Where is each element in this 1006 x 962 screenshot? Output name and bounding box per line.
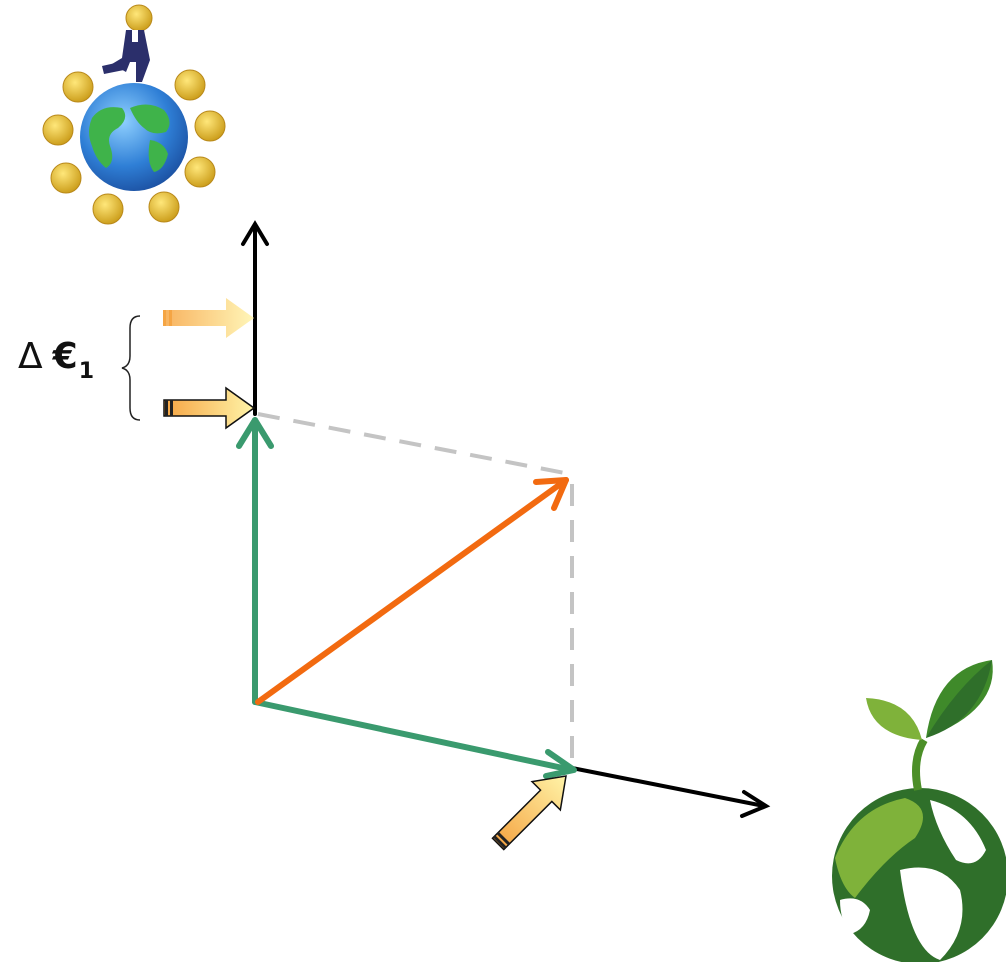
- x-axis-arrowhead: [740, 790, 771, 818]
- subscript: 1: [78, 359, 95, 384]
- orange-resultant: [255, 477, 569, 705]
- x-axis: [570, 766, 766, 808]
- horizontal-guide: [257, 412, 571, 476]
- horizontal-component-vector: [252, 699, 575, 773]
- resultant-vector: [255, 477, 569, 705]
- y-axis-arrowhead: [241, 220, 269, 246]
- businessman-figure-icon: [102, 30, 150, 82]
- leaf-icon: [866, 698, 922, 740]
- coin-icon: [42, 4, 226, 225]
- dashed-guide-lines: [257, 412, 574, 768]
- axes: [241, 220, 771, 818]
- delta-euro-label: Δ€1: [18, 336, 94, 384]
- green-vectors: [236, 417, 577, 779]
- marker-arrow-icon: [163, 386, 256, 430]
- delta-symbol: Δ: [18, 336, 43, 377]
- marker-arrow-icon: [163, 298, 254, 338]
- horizontal-component-arrowhead: [543, 749, 577, 779]
- brace-bracket: [121, 315, 141, 421]
- vertical-component-arrowhead: [236, 417, 274, 449]
- resultant-arrowhead: [533, 477, 569, 511]
- eco-globe-icon: [832, 660, 1006, 962]
- currency-symbol: €: [52, 336, 78, 377]
- money-globe-icon: [42, 4, 226, 225]
- marker-arrow-icon: [491, 775, 567, 851]
